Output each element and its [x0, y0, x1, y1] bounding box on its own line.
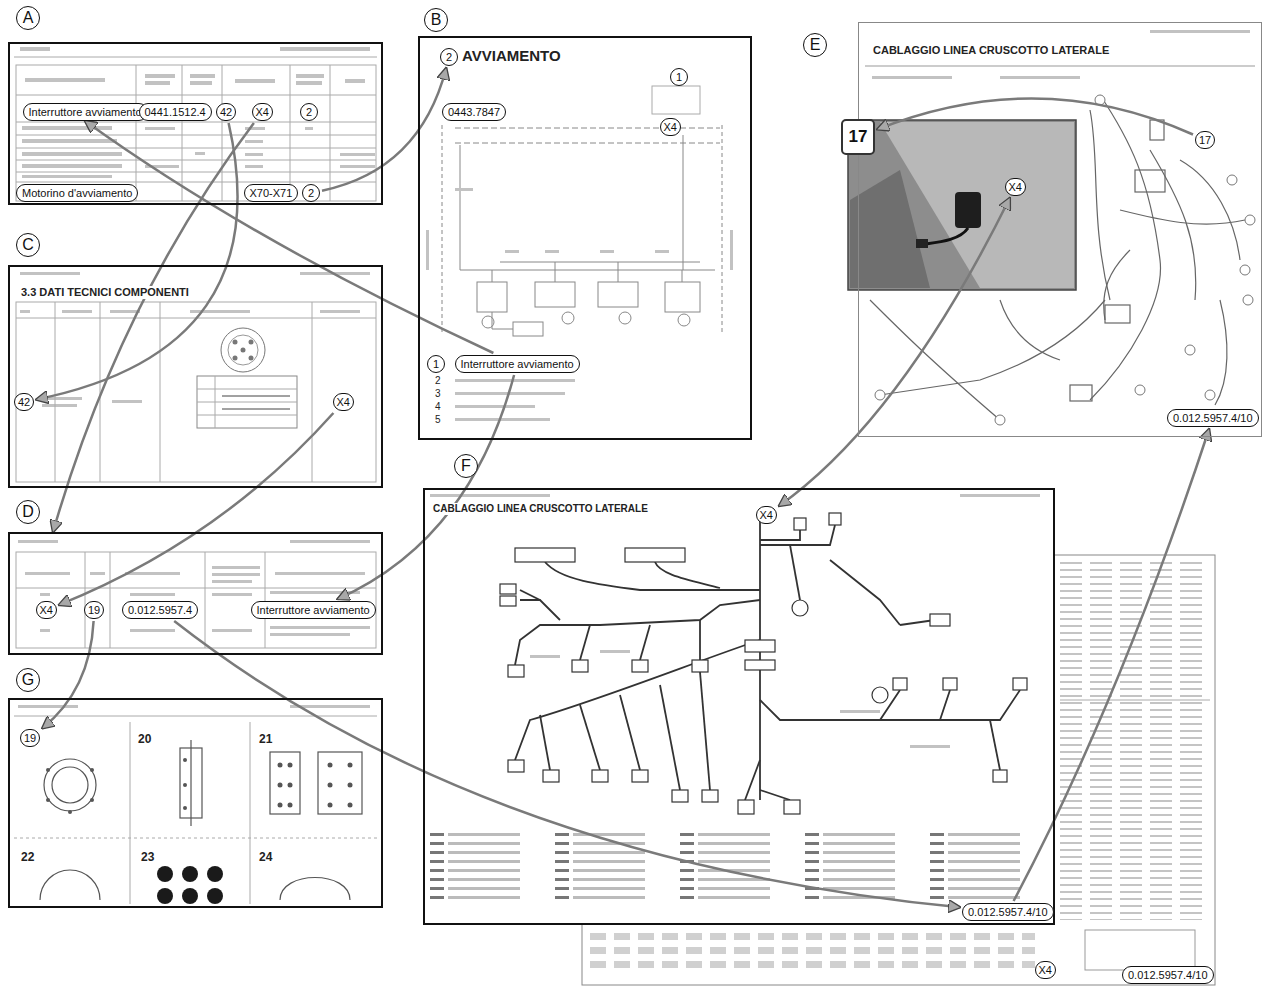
- reference-arrow: [174, 621, 960, 907]
- doc-panel: G19: [8, 698, 383, 908]
- callout-number: X4: [1005, 178, 1026, 196]
- callout-number: 1: [427, 355, 445, 373]
- callout-number: 2: [300, 103, 318, 121]
- callout-text: 2: [306, 106, 312, 118]
- callout-text: 0.012.5957.4/10: [1128, 969, 1208, 981]
- callout-text: Interruttore avviamento: [29, 106, 142, 118]
- panel-letter: D: [16, 500, 40, 524]
- callout-oval: Interruttore avviamento: [251, 601, 376, 619]
- page-label: 20: [137, 733, 152, 747]
- callout-oval: Motorino d'avviamento: [16, 184, 138, 202]
- panel-letter: E: [803, 33, 827, 57]
- callout-text: 17: [1199, 134, 1211, 146]
- callout-text: X4: [760, 509, 773, 521]
- panel-letter: B: [424, 8, 448, 32]
- panel-letter: F: [454, 454, 478, 478]
- callout-text: 42: [18, 396, 30, 408]
- callout-text: 19: [24, 732, 36, 744]
- callout-text: 1: [676, 71, 682, 83]
- page-label: 4: [434, 401, 442, 413]
- doc-panel: FX40.012.5957.4/10: [423, 488, 1055, 925]
- callout-number: X4: [252, 103, 273, 121]
- callout-text: X4: [1039, 964, 1052, 976]
- callout-text: 42: [220, 106, 232, 118]
- reference-arrow: [877, 98, 1193, 134]
- callout-number: X4: [660, 118, 681, 136]
- callout-text: 2: [446, 51, 452, 63]
- callout-text: Interruttore avviamento: [461, 358, 574, 370]
- doc-panel: E17X4170.012.5957.4/10: [858, 22, 1262, 437]
- reference-arrow: [85, 121, 493, 353]
- callout-box: 17: [841, 119, 876, 155]
- callout-number: 42: [216, 103, 236, 121]
- callout-text: X70-X71: [250, 187, 293, 199]
- page-label: 24: [258, 851, 273, 865]
- callout-number: X4: [36, 601, 57, 619]
- callout-text: X4: [664, 121, 677, 133]
- callout-text: 19: [88, 604, 100, 616]
- page-label: 3.3 DATI TECNICI COMPONENTI: [20, 286, 190, 299]
- callout-number: 42: [14, 393, 34, 411]
- callout-text: 17: [849, 127, 868, 146]
- doc-panel: AInterruttore avviamento0441.1512.442X42…: [8, 42, 383, 205]
- reference-arrow: [36, 123, 237, 400]
- page-label: 5: [434, 414, 442, 426]
- callout-text: X4: [1009, 181, 1022, 193]
- callout-oval: Interruttore avviamento: [455, 355, 580, 373]
- reference-arrow: [42, 621, 93, 728]
- callout-text: Motorino d'avviamento: [22, 187, 132, 199]
- callout-text: 1: [433, 358, 439, 370]
- panel-letter: G: [16, 668, 40, 692]
- reference-arrow: [322, 68, 446, 191]
- callout-text: 0443.7847: [448, 106, 500, 118]
- page-label: CABLAGGIO LINEA CRUSCOTTO LATERALE: [432, 503, 649, 515]
- callout-number: 2: [302, 184, 320, 202]
- callout-number: 1: [670, 68, 688, 86]
- page-label: 22: [20, 851, 35, 865]
- callout-text: 0.012.5957.4/10: [968, 906, 1048, 918]
- callout-text: X4: [256, 106, 269, 118]
- callout-text: X4: [337, 396, 350, 408]
- callout-text: Interruttore avviamento: [257, 604, 370, 616]
- callout-number: X4: [1035, 961, 1056, 979]
- callout-number: 2: [440, 48, 458, 66]
- callout-text: 0.012.5957.4/10: [1173, 412, 1253, 424]
- callout-number: 17: [1195, 131, 1215, 149]
- callout-oval: 0.012.5957.4: [122, 601, 198, 619]
- callout-oval: 0.012.5957.4/10: [1122, 966, 1214, 984]
- callout-oval: 0443.7847: [442, 103, 506, 121]
- page-label: 21: [258, 733, 273, 747]
- page-label: 2: [434, 375, 442, 387]
- doc-panel: B20443.78471X41Interruttore avviamento: [418, 36, 752, 440]
- callout-number: X4: [756, 506, 777, 524]
- callout-oval: 0.012.5957.4/10: [962, 903, 1054, 921]
- callout-text: 2: [308, 187, 314, 199]
- doc-panel: DX4190.012.5957.4Interruttore avviamento: [8, 532, 383, 655]
- callout-oval: X70-X71: [244, 184, 299, 202]
- callout-oval: Interruttore avviamento: [23, 103, 148, 121]
- callout-oval: 0441.1512.4: [139, 103, 212, 121]
- callout-text: X4: [40, 604, 53, 616]
- callout-number: X4: [333, 393, 354, 411]
- callout-text: 0441.1512.4: [145, 106, 206, 118]
- reference-arrow: [1014, 429, 1210, 901]
- page-label: CABLAGGIO LINEA CRUSCOTTO LATERALE: [872, 44, 1110, 57]
- callout-number: 19: [20, 729, 40, 747]
- panel-letter: A: [16, 6, 40, 30]
- reference-arrow: [59, 413, 333, 605]
- reference-arrow: [779, 198, 1010, 506]
- page-label: 23: [140, 851, 155, 865]
- page-label: AVVIAMENTO: [461, 47, 562, 64]
- callout-number: 19: [84, 601, 104, 619]
- callout-text: 0.012.5957.4: [128, 604, 192, 616]
- panel-letter: C: [16, 233, 40, 257]
- callout-oval: 0.012.5957.4/10: [1167, 409, 1259, 427]
- page-label: 3: [434, 388, 442, 400]
